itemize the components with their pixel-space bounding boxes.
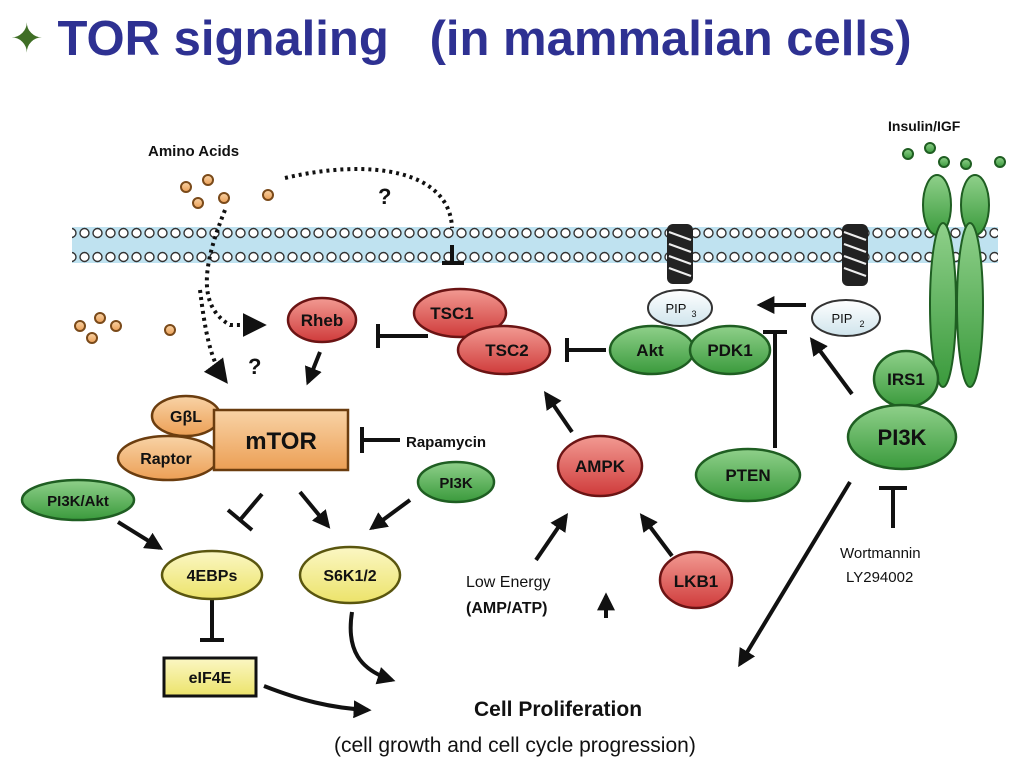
- rheb-to-mtor-arrow: [304, 351, 322, 386]
- star-bullet-icon: ✦: [10, 17, 44, 61]
- wortmannin-inhibits-pi3k: [879, 486, 907, 528]
- question-mark-top: ?: [378, 184, 391, 209]
- amino-acid-dots: [74, 174, 274, 344]
- tsc2-node: TSC2: [456, 324, 552, 376]
- dotted-amino-acid-to-mtor-path: [198, 289, 228, 384]
- ampk-node: AMPK: [556, 434, 644, 498]
- cell-proliferation-label: Cell Proliferation: [474, 698, 642, 721]
- ly294002-label: LY294002: [846, 569, 913, 586]
- raptor-node: Raptor: [116, 434, 220, 482]
- pi3k-small-label: PI3K: [439, 475, 473, 492]
- gbl-label: GβL: [170, 409, 202, 426]
- akt-label: Akt: [636, 341, 664, 360]
- 4ebps-label: 4EBPs: [187, 568, 238, 585]
- rapamycin-label: Rapamycin: [406, 434, 486, 451]
- rapamycin-inhibits-mtor: [360, 427, 400, 453]
- pdk1-label: PDK1: [707, 341, 752, 360]
- eif4e-node: eIF4E: [162, 656, 258, 698]
- pi3k-main-label: PI3K: [878, 425, 927, 450]
- s6k-label: S6K1/2: [323, 568, 376, 585]
- dotted-inhibition-bar: [442, 245, 464, 265]
- amino-acids-label: Amino Acids: [148, 143, 239, 160]
- pten-inhibits-pip3: [763, 330, 787, 448]
- wortmannin-label: Wortmannin: [840, 545, 921, 562]
- rheb-node: Rheb: [286, 296, 358, 344]
- mtor-inhibits-4ebps: [226, 492, 264, 532]
- s6k-node: S6K1/2: [298, 545, 402, 605]
- dotted-amino-acid-to-rheb-path: [204, 209, 267, 337]
- pten-label: PTEN: [725, 466, 770, 485]
- insulin-igf-label: Insulin/IGF: [888, 118, 961, 134]
- transmembrane-pip-anchor-1: [667, 224, 693, 284]
- tsc-inhibits-rheb: [376, 324, 428, 348]
- lkb1-label: LKB1: [674, 572, 718, 591]
- tsc1-node: TSC1: [412, 287, 508, 339]
- transmembrane-pip-anchor-2: [842, 224, 868, 286]
- mtor-node: mTOR: [212, 408, 350, 472]
- eif4e-to-proliferation-arrow: [263, 684, 372, 719]
- pi3k-main-node: PI3K: [846, 403, 958, 471]
- pip2-node: PIP 2: [811, 299, 881, 337]
- raptor-label: Raptor: [140, 451, 192, 468]
- insulin-ligand-dots: [902, 142, 1006, 170]
- eif4e-label: eIF4E: [189, 670, 232, 687]
- akt-inhibits-tsc2: [565, 338, 606, 362]
- ampk-label: AMPK: [575, 457, 626, 476]
- s6k-to-proliferation-arrow: [348, 611, 396, 685]
- irs1-node: IRS1: [872, 349, 940, 409]
- amp-atp-label: (AMP/ATP): [466, 600, 547, 617]
- insulin-receptor: [922, 174, 990, 388]
- tsc2-label: TSC2: [485, 341, 528, 360]
- rheb-label: Rheb: [301, 311, 344, 330]
- dotted-amino-acid-to-tsc-path: [284, 167, 454, 229]
- pip2-subscript: 2: [859, 319, 864, 329]
- pip3-node: PIP 3: [647, 289, 713, 327]
- pi3k-to-s6k-arrow: [369, 498, 412, 531]
- pip2-label: PIP: [832, 311, 853, 326]
- pip3-subscript: 3: [691, 309, 696, 319]
- gbl-node: GβL: [150, 394, 222, 438]
- ampk-to-tsc2-arrow: [543, 391, 574, 434]
- cell-proliferation-subtitle: (cell growth and cell cycle progression): [334, 734, 696, 757]
- pi3k-to-pip2-arrow: [809, 337, 854, 396]
- pi3k-to-proliferation-arrow: [738, 480, 852, 668]
- pten-node: PTEN: [694, 447, 802, 503]
- slide-title-row: ✦ TOR signaling (in mammalian cells): [10, 4, 912, 74]
- akt-node: Akt: [608, 324, 696, 376]
- pi3kakt-label: PI3K/Akt: [47, 493, 109, 510]
- pip3-label: PIP: [666, 301, 687, 316]
- lkb1-to-ampk-arrow: [639, 513, 674, 558]
- slide-title: TOR signaling (in mammalian cells): [57, 12, 912, 66]
- pi3kakt-node: PI3K/Akt: [20, 478, 136, 522]
- mtor-label: mTOR: [245, 428, 317, 455]
- low-energy-to-ampk-arrow: [534, 513, 569, 562]
- pdk1-node: PDK1: [688, 324, 772, 376]
- tsc1-label: TSC1: [430, 304, 473, 323]
- pi3k-small-node: PI3K: [416, 460, 496, 504]
- 4ebps-inhibits-eif4e: [200, 598, 224, 642]
- low-energy-label: Low Energy: [466, 574, 551, 591]
- irs1-label: IRS1: [887, 370, 925, 389]
- mtor-to-s6k-arrow: [298, 490, 331, 529]
- question-mark-left: ?: [248, 354, 261, 379]
- pi3kakt-to-4ebps-arrow: [116, 520, 164, 550]
- 4ebps-node: 4EBPs: [160, 549, 264, 601]
- lkb1-node: LKB1: [658, 550, 734, 610]
